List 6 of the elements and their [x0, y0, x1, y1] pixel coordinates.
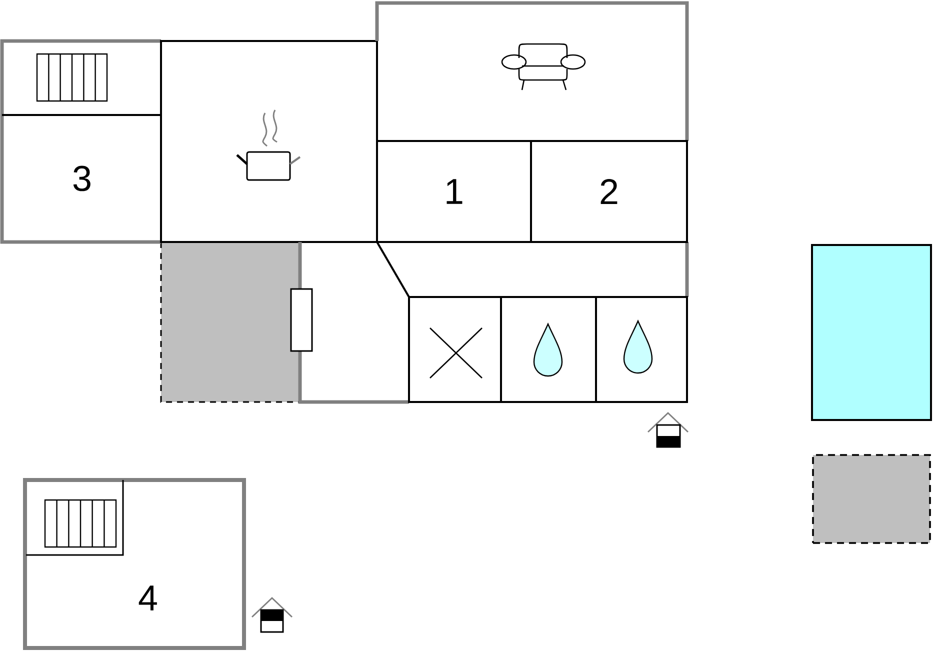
terrace-area — [812, 454, 931, 544]
room: 2 — [530, 140, 688, 243]
room: 1 — [376, 140, 532, 243]
pool — [811, 244, 932, 421]
room: 3 — [73, 166, 90, 192]
room: 4 — [138, 586, 157, 610]
